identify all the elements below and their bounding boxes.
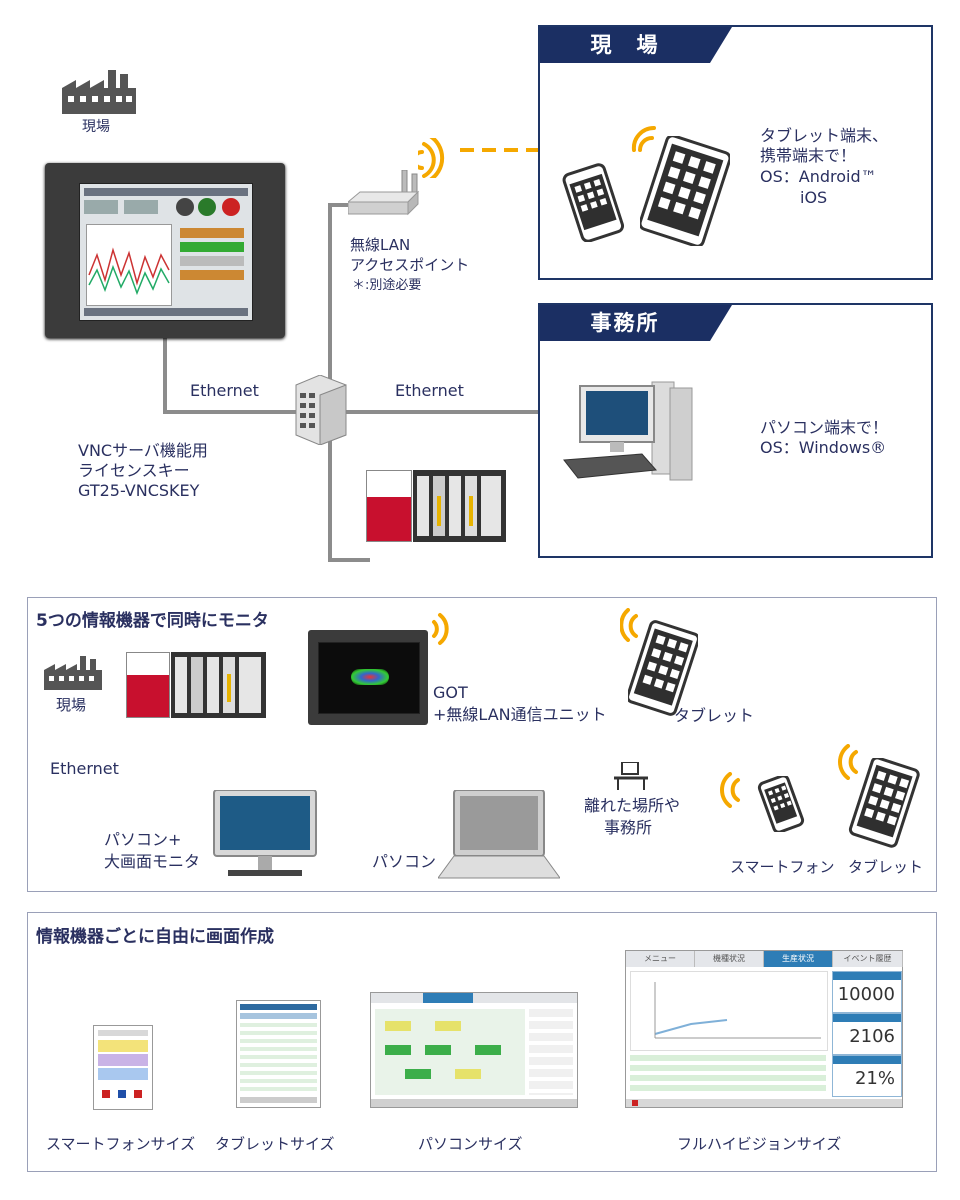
access-point-label-2: アクセスポイント	[350, 256, 470, 274]
fullhd-tab-model: 機種状況	[695, 951, 764, 967]
laptop-icon	[438, 790, 560, 882]
ethernet-label-right: Ethernet	[395, 381, 464, 400]
switching-hub	[290, 375, 350, 445]
got-label-1: GOT	[433, 683, 468, 702]
ethernet-label-left: Ethernet	[190, 381, 259, 400]
fullhd-tab-events: イベント履歴	[833, 951, 903, 967]
got-label-2: +無線LAN通信ユニット	[433, 705, 607, 724]
desktop-pc-icon	[560, 378, 700, 488]
wifi-signal-icon	[430, 612, 456, 646]
large-monitor-icon	[210, 790, 320, 880]
middle-ethernet-label: Ethernet	[50, 759, 119, 778]
site-box-text-2: 携帯端末で！	[760, 146, 857, 165]
site-box-text-1: タブレット端末、	[760, 126, 889, 145]
wifi-signal-icon	[630, 122, 658, 156]
tablet-top-label: タブレット	[674, 706, 755, 725]
tablet-icon	[848, 758, 920, 848]
office-box-text-1: パソコン端末で！	[760, 418, 889, 437]
got-hmi-panel	[308, 630, 428, 725]
office-box-title: 事務所	[540, 305, 732, 341]
fullhd-value-3: 21%	[854, 1068, 895, 1089]
smartphone-label: スマートフォン	[730, 858, 835, 876]
desk-icon	[614, 762, 648, 790]
pc-screen-thumb	[370, 992, 578, 1108]
middle-factory-label: 現場	[56, 696, 87, 714]
wifi-signal-icon	[838, 744, 866, 780]
site-box-text-4: iOS	[800, 188, 828, 207]
got-hmi-panel	[45, 163, 285, 338]
remote-label-2: 事務所	[604, 818, 653, 837]
tablet-icon	[628, 620, 698, 716]
smartphone-icon	[752, 776, 810, 832]
site-box-text-3: OS：Android™	[760, 167, 877, 186]
wireless-access-point	[348, 170, 420, 220]
factory-label: 現場	[82, 119, 110, 135]
tablet-screen-thumb	[236, 1000, 321, 1108]
caption-tablet: タブレットサイズ	[215, 1135, 335, 1153]
pc-monitor-label-1: パソコン+	[104, 830, 182, 849]
plc-module	[366, 470, 506, 542]
fullhd-screen-thumb: メニュー 機種状況 生産状況 イベント履歴 10000 2106 21%	[625, 950, 903, 1108]
caption-fullhd: フルハイビジョンサイズ	[677, 1135, 842, 1153]
fullhd-value-2: 2106	[849, 1026, 895, 1047]
fullhd-tab-menu: メニュー	[626, 951, 695, 967]
screen-size-panel-title: 情報機器ごとに自由に画面作成	[36, 927, 274, 947]
plc-module	[126, 652, 266, 718]
wifi-signal-icon	[720, 772, 748, 808]
license-line-2: ライセンスキー	[78, 461, 190, 480]
monitor-panel-title: 5つの情報機器で同時にモニタ	[36, 611, 269, 631]
factory-icon	[62, 70, 136, 114]
factory-icon	[44, 656, 102, 690]
license-line-1: VNCサーバ機能用	[78, 441, 208, 460]
fullhd-tab-production: 生産状況	[764, 951, 833, 967]
caption-pc: パソコンサイズ	[418, 1135, 523, 1153]
tablet-bottom-label: タブレット	[848, 858, 924, 876]
smartphone-screen-thumb	[93, 1025, 153, 1110]
wifi-signal-icon	[620, 608, 648, 642]
license-line-3: GT25-VNCSKEY	[78, 481, 200, 500]
site-box-title: 現 場	[540, 27, 732, 63]
tablet-icon	[640, 136, 730, 246]
caption-smartphone: スマートフォンサイズ	[46, 1135, 196, 1153]
office-box-text-2: OS：Windows®	[760, 438, 887, 457]
wifi-signal-icon	[418, 138, 448, 178]
remote-label-1: 離れた場所や	[584, 796, 681, 815]
access-point-label-1: 無線LAN	[350, 236, 411, 254]
access-point-note: ＊:別途必要	[352, 278, 422, 293]
smartphone-icon	[558, 162, 628, 242]
pc-monitor-label-2: 大画面モニタ	[104, 852, 201, 871]
fullhd-value-1: 10000	[837, 984, 895, 1005]
pc-label: パソコン	[372, 852, 437, 871]
